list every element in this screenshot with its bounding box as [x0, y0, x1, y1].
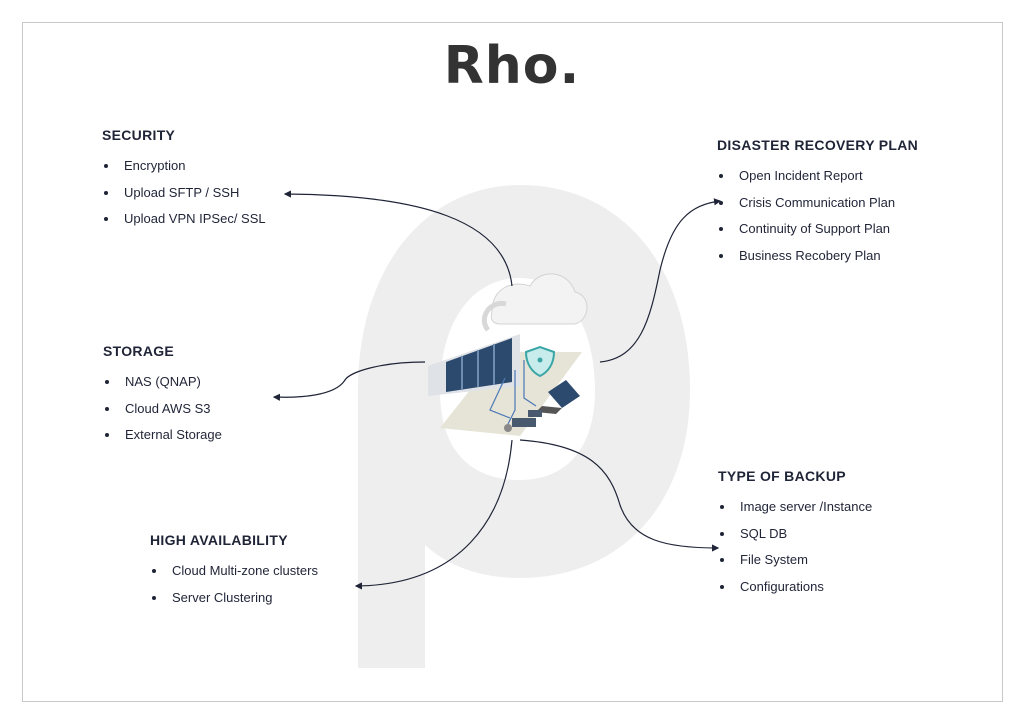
- list-item: Server Clustering: [150, 585, 318, 612]
- type-of-backup-list: Image server /Instance SQL DB File Syste…: [718, 494, 872, 600]
- disaster-recovery-list: Open Incident Report Crisis Communicatio…: [717, 163, 918, 269]
- list-item: Crisis Communication Plan: [717, 190, 918, 217]
- list-item: External Storage: [103, 422, 222, 449]
- storage-section: STORAGE NAS (QNAP) Cloud AWS S3 External…: [103, 343, 222, 449]
- list-item: Cloud Multi-zone clusters: [150, 558, 318, 585]
- watermark-letter: [358, 185, 690, 668]
- storage-title: STORAGE: [103, 343, 175, 359]
- list-item: Image server /Instance: [718, 494, 872, 521]
- cloud-server-illustration: [428, 273, 588, 436]
- high-availability-list: Cloud Multi-zone clusters Server Cluster…: [150, 558, 318, 611]
- security-title: SECURITY: [102, 127, 176, 143]
- connector-security: [283, 190, 513, 287]
- connector-disaster-recovery: [599, 198, 722, 363]
- page-frame: [22, 22, 1003, 702]
- connector-type-of-backup: [519, 439, 720, 552]
- list-item: Business Recobery Plan: [717, 243, 918, 270]
- connector-storage: [272, 361, 426, 401]
- type-of-backup-title: TYPE OF BACKUP: [718, 468, 846, 484]
- list-item: SQL DB: [718, 521, 872, 548]
- list-item: Continuity of Support Plan: [717, 216, 918, 243]
- disaster-recovery-section: DISASTER RECOVERY PLAN Open Incident Rep…: [717, 137, 918, 269]
- list-item: File System: [718, 547, 872, 574]
- list-item: Cloud AWS S3: [103, 396, 222, 423]
- list-item: Upload SFTP / SSH: [102, 180, 266, 207]
- security-list: Encryption Upload SFTP / SSH Upload VPN …: [102, 153, 266, 233]
- brand-logo: Rho.: [443, 36, 581, 96]
- list-item: Configurations: [718, 574, 872, 601]
- security-section: SECURITY Encryption Upload SFTP / SSH Up…: [102, 127, 266, 233]
- high-availability-title: HIGH AVAILABILITY: [150, 532, 288, 548]
- high-availability-section: HIGH AVAILABILITY Cloud Multi-zone clust…: [150, 532, 318, 611]
- storage-list: NAS (QNAP) Cloud AWS S3 External Storage: [103, 369, 222, 449]
- list-item: Open Incident Report: [717, 163, 918, 190]
- disaster-recovery-title: DISASTER RECOVERY PLAN: [717, 137, 919, 153]
- connector-high-availability: [354, 439, 513, 590]
- type-of-backup-section: TYPE OF BACKUP Image server /Instance SQ…: [718, 468, 872, 600]
- list-item: Encryption: [102, 153, 266, 180]
- list-item: Upload VPN IPSec/ SSL: [102, 206, 266, 233]
- list-item: NAS (QNAP): [103, 369, 222, 396]
